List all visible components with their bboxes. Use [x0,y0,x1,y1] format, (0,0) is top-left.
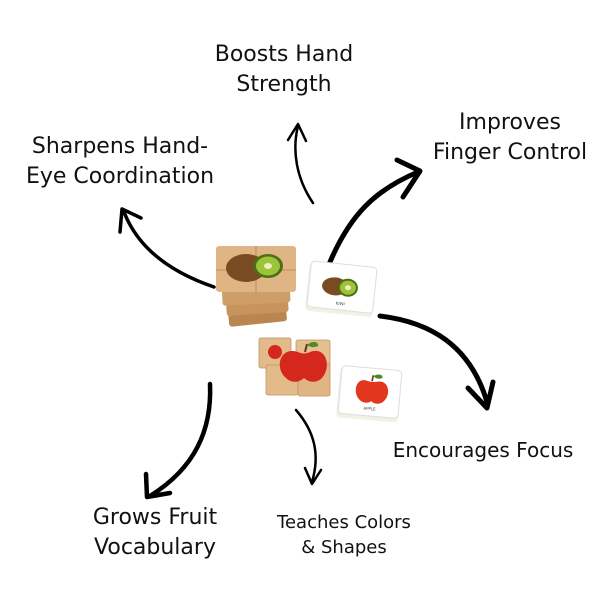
benefit-hand-strength-line1: Boosts Hand [214,42,354,67]
kiwi-card: KIWI [305,260,378,318]
apple-puzzle-pieces [258,337,331,397]
arrow-vocabulary [143,381,213,500]
benefit-hand-eye-line2: Eye Coordination [25,164,215,190]
arrow-finger-control [327,157,423,265]
benefit-hand-eye-line1: Sharpens Hand- [31,134,209,159]
apple-card-icon [355,374,389,404]
benefit-colors-shapes: Teaches Colors & Shapes [258,511,430,561]
benefit-focus: Encourages Focus [380,437,586,465]
kiwi-icon [226,254,283,282]
benefit-finger-control-line2: Finger Control [432,140,588,166]
benefit-finger-control: Improves Finger Control [412,108,600,169]
apple-card: APPLE [336,365,403,423]
apple-icon [268,342,327,382]
kiwi-puzzle-stack [216,246,296,327]
arrow-hand-eye [118,207,216,289]
benefit-colors-shapes-line2: & Shapes [301,536,387,558]
benefit-hand-strength: Boosts Hand Strength [196,40,372,101]
benefit-vocabulary-line1: Grows Fruit [92,505,218,530]
benefit-colors-shapes-line1: Teaches Colors [277,512,411,533]
kiwi-card-caption: KIWI [336,301,345,307]
benefit-hand-strength-line2: Strength [236,72,332,98]
arrow-focus [377,313,496,411]
benefit-vocabulary-line2: Vocabulary [94,535,216,561]
kiwi-card-icon [322,277,358,297]
benefit-focus-line1: Encourages Focus [392,438,574,462]
benefit-finger-control-line1: Improves [459,110,561,135]
arrow-hand-strength [286,122,315,205]
benefit-hand-eye: Sharpens Hand- Eye Coordination [4,132,236,193]
arrow-colors-shapes [294,408,323,486]
benefit-vocabulary: Grows Fruit Vocabulary [70,503,240,564]
apple-card-caption: APPLE [363,405,376,411]
